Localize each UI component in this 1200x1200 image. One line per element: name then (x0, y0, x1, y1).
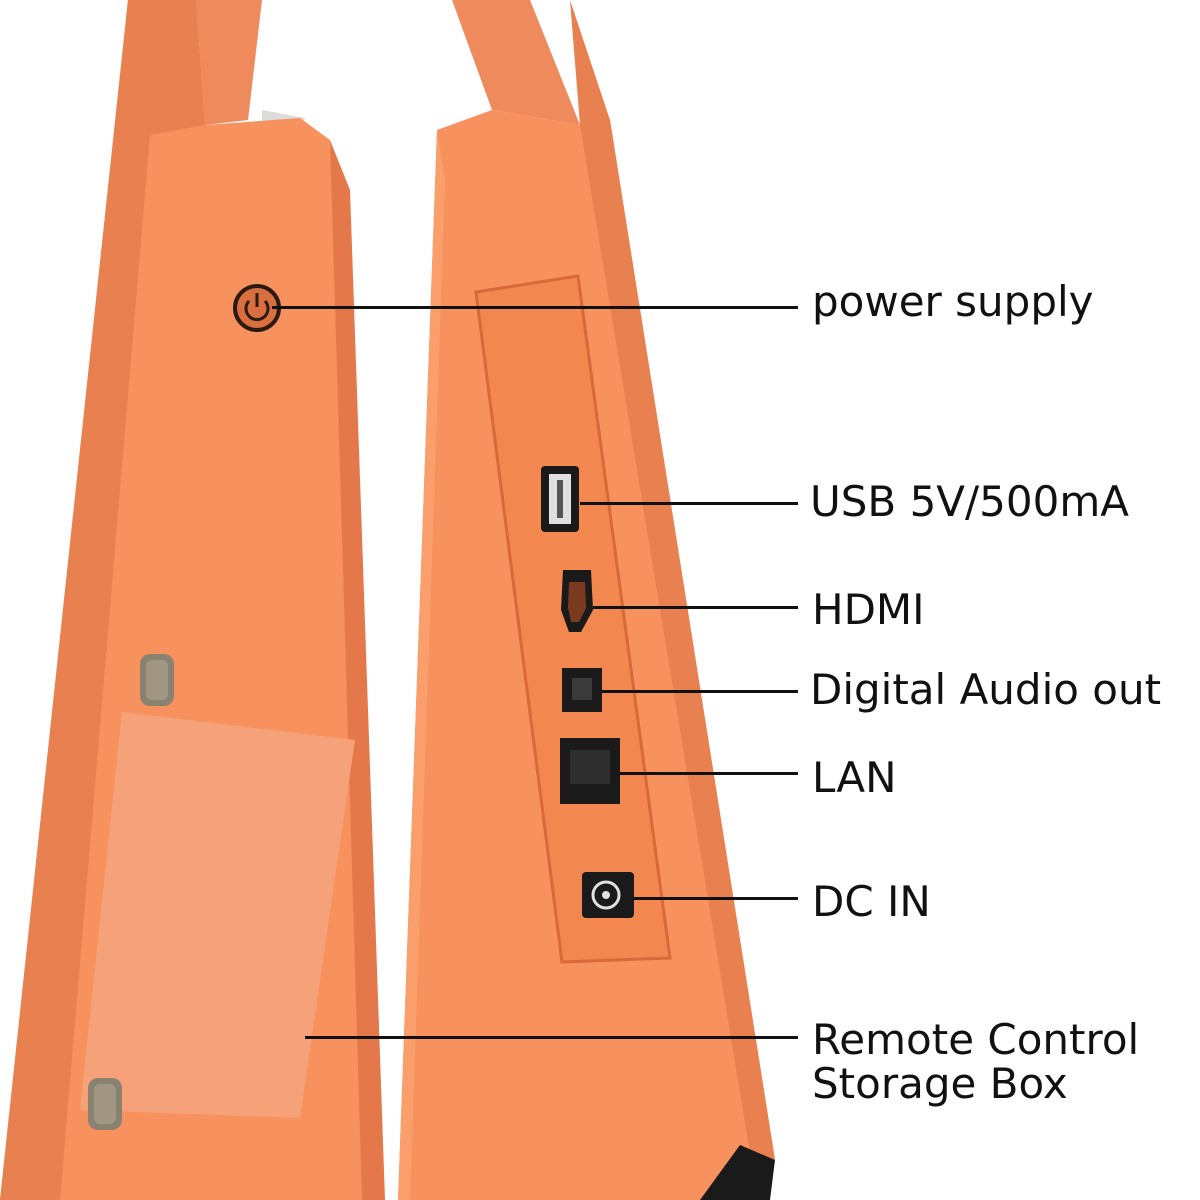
dc-jack-icon (582, 872, 634, 918)
right-leg-edge (570, 0, 775, 1165)
knob-icon (88, 1078, 122, 1130)
remote-control-label: Remote Control (812, 1015, 1140, 1064)
hdmi-label: HDMI (812, 585, 925, 634)
storage-box-label: Storage Box (812, 1059, 1068, 1108)
storage-callout-line (305, 1036, 798, 1039)
left-leg-edge (0, 0, 205, 1200)
lan-label: LAN (812, 753, 897, 802)
hdmi-port-icon (561, 570, 593, 632)
lan-callout-line (620, 772, 798, 775)
optical-port-icon (562, 668, 602, 712)
usb-callout-line (580, 502, 798, 505)
right-leg-inner-shade (398, 130, 445, 1200)
dc-in-label: DC IN (812, 877, 931, 926)
left-strap (196, 0, 262, 125)
digital-audio-out-label: Digital Audio out (810, 665, 1162, 714)
power-callout-line (272, 306, 798, 309)
lan-port-icon (560, 738, 620, 804)
storage-box (80, 712, 355, 1118)
usb-port-icon (541, 466, 579, 532)
knob-icon (140, 654, 174, 706)
left-leg-inner-shade (330, 140, 385, 1200)
right-strap (452, 0, 580, 125)
right-leg-base (700, 1145, 775, 1200)
hdmi-callout-line (593, 606, 798, 609)
optical-callout-line (602, 690, 798, 693)
dc-callout-line (634, 897, 798, 900)
usb-label: USB 5V/500mA (810, 477, 1129, 526)
power-supply-label: power supply (812, 277, 1094, 326)
